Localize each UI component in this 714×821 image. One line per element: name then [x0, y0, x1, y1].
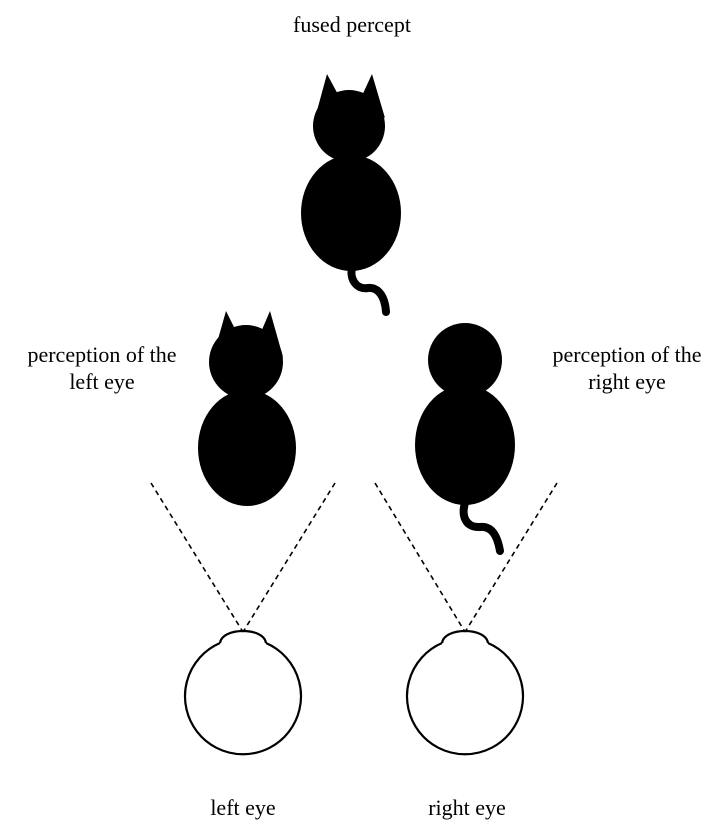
left-cat-body — [198, 390, 296, 506]
fused-cat-silhouette — [301, 74, 401, 312]
right-sight-line-right — [465, 483, 557, 632]
right-eye-cornea — [442, 631, 488, 643]
left-perception-label-line2: left eye — [12, 368, 192, 395]
right-eye-perception-label: perception of the right eye — [538, 341, 714, 395]
left-cat-head — [209, 325, 283, 399]
left-sight-line-left — [151, 483, 243, 632]
left-eyeball — [185, 631, 301, 754]
right-perception-label-line2: right eye — [538, 368, 714, 395]
left-eye-perception-label: perception of the left eye — [12, 341, 192, 395]
right-cat-tail — [464, 500, 500, 551]
left-sight-line-right — [243, 483, 335, 632]
left-eye-cat-silhouette — [198, 311, 296, 506]
left-perception-label-line1: perception of the — [12, 341, 192, 368]
right-sight-line-left — [375, 483, 465, 632]
right-eyeball-outline — [407, 643, 523, 754]
left-eye-label: left eye — [163, 794, 323, 821]
left-eye-cornea — [220, 631, 266, 643]
right-cat-body — [415, 385, 515, 505]
right-perception-label-line1: perception of the — [538, 341, 714, 368]
fused-cat-tail — [351, 264, 386, 312]
right-eye-label: right eye — [387, 794, 547, 821]
left-eyeball-outline — [185, 643, 301, 754]
fused-percept-label: fused percept — [200, 11, 504, 38]
right-eye-cat-silhouette — [415, 323, 515, 551]
fused-cat-head — [313, 90, 385, 162]
right-eyeball — [407, 631, 523, 754]
fused-cat-body — [301, 155, 401, 271]
